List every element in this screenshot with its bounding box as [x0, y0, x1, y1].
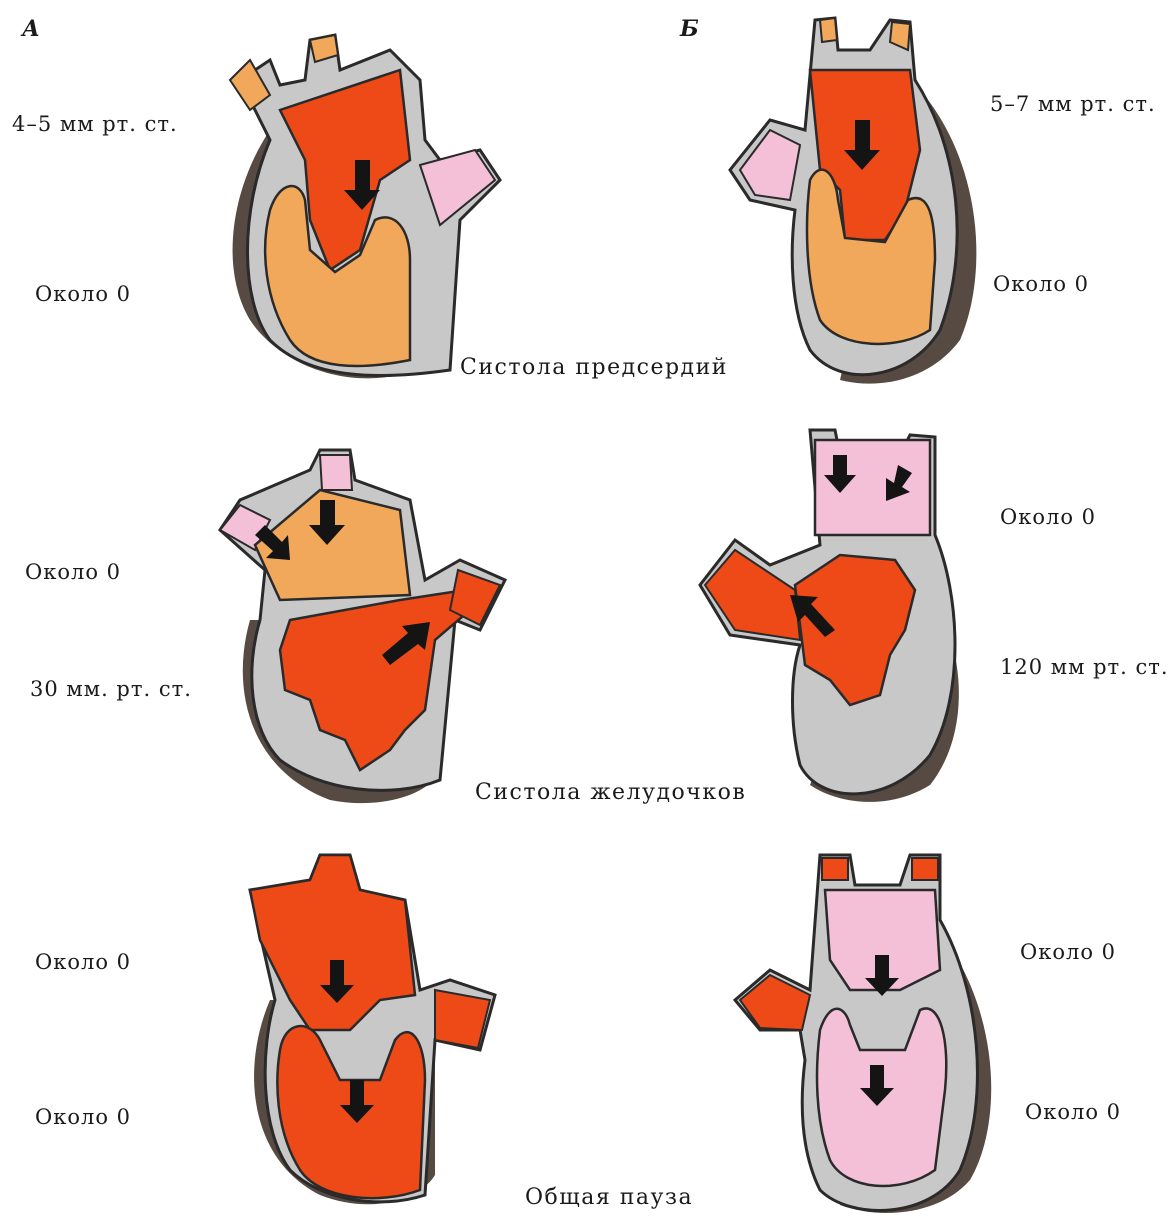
row3-right-atrium-pressure: Около 0	[1020, 940, 1116, 964]
panel-letter-a: А	[22, 16, 40, 42]
row3-left-ventricle-pressure: Около 0	[35, 1105, 131, 1129]
heart-left-ventricular-systole	[210, 450, 520, 810]
row1-right-atrium-pressure: 5–7 мм рт. ст.	[990, 92, 1156, 116]
row1-left-ventricle-pressure: Около 0	[35, 282, 131, 306]
caption-general-pause: Общая пауза	[525, 1185, 693, 1210]
heart-right-atrial-systole	[720, 10, 1000, 390]
heart-right-general-pause	[730, 850, 1010, 1220]
heart-right-ventricular-systole	[690, 425, 980, 805]
panel-letter-b: Б	[680, 16, 699, 42]
caption-atrial-systole: Систола предсердий	[460, 355, 728, 380]
row3-right-ventricle-pressure: Около 0	[1025, 1100, 1121, 1124]
row3-left-atrium-pressure: Около 0	[35, 950, 131, 974]
row1-left-atrium-pressure: 4–5 мм рт. ст.	[12, 112, 178, 136]
heart-left-atrial-systole	[210, 10, 510, 390]
row1-right-ventricle-pressure: Около 0	[993, 272, 1089, 296]
row2-left-atrium-pressure: Около 0	[25, 560, 121, 584]
caption-ventricular-systole: Систола желудочков	[475, 780, 746, 805]
row2-left-ventricle-pressure: 30 мм. рт. ст.	[30, 677, 192, 701]
heart-left-general-pause	[220, 850, 520, 1210]
row2-right-ventricle-pressure: 120 мм рт. ст.	[1000, 655, 1169, 679]
row2-right-atrium-pressure: Около 0	[1000, 505, 1096, 529]
